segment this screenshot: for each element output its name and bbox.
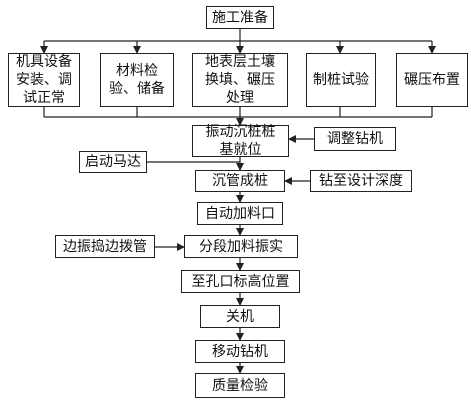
node-step-position: 振动沉桩桩 基就位 [192,124,289,158]
node-step-auto-feed: 自动加料口 [197,202,283,225]
node-prep-pile-test: 制桩试验 [306,53,376,107]
side-note-adjust-drill: 调整钻机 [314,127,396,151]
node-prep-materials: 材料检 验、储备 [100,53,174,107]
node-step-sink-pipe: 沉管成桩 [195,170,285,192]
node-step-shutdown: 关机 [200,305,280,328]
side-note-drill-to-depth: 钻至设计深度 [310,170,412,192]
node-prep-soil: 地表层土壤 换填、碾压 处理 [192,53,288,107]
side-note-vibrate-pull: 边振捣边拨管 [55,235,155,258]
side-note-start-motor: 启动马达 [79,151,147,173]
node-step-elevation: 至孔口标高位置 [181,270,300,293]
node-construction-prep: 施工准备 [206,6,274,29]
node-step-quality-check: 质量检验 [195,373,285,398]
node-prep-equipment: 机具设备 安装、调 试正常 [8,53,80,107]
node-prep-compaction: 碾压布置 [396,53,468,107]
node-step-staged-feed: 分段加料振实 [184,235,298,258]
node-step-move-drill: 移动钻机 [195,340,285,363]
